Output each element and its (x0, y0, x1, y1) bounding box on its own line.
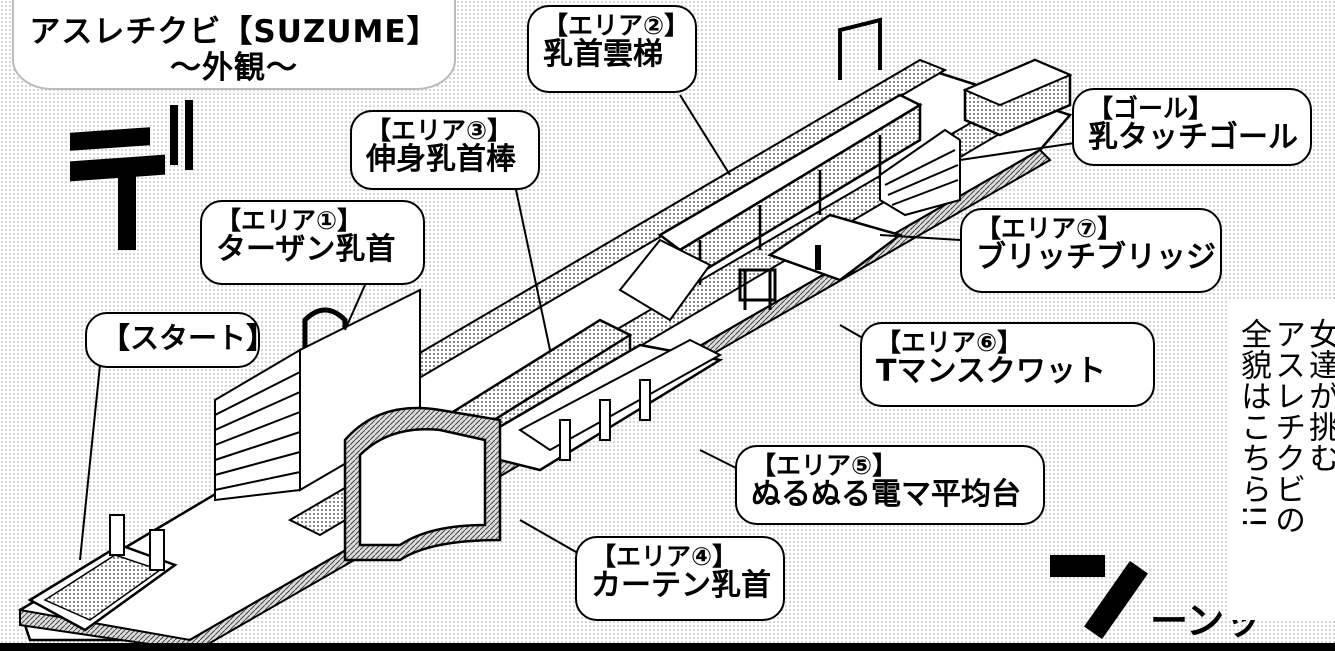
callout-goal-head: 【ゴール】 (1088, 94, 1214, 123)
callout-area1-head: 【エリア①】 (216, 206, 363, 235)
callout-area6: 【エリア⑥】 Tマンスクワット (860, 322, 1155, 407)
narration-box: 女達が挑む アスレチクビの 全貌はこちら!! (1228, 300, 1335, 620)
sfx-stroke (1050, 555, 1105, 577)
platform-side (19, 148, 1052, 651)
callout-area6-name: Tマンスクワット (876, 354, 1106, 390)
callout-goal-name: 乳タッチゴール (1088, 120, 1298, 156)
callout-area5-head: 【エリア⑤】 (751, 451, 898, 480)
narration-col2: アスレチクビの (1269, 318, 1305, 535)
callout-area5-name: ぬるぬる電マ平均台 (751, 477, 1021, 513)
callout-goal: 【ゴール】 乳タッチゴール (1072, 88, 1312, 166)
area6-squat-frame (738, 268, 777, 310)
sfx-stroke (170, 105, 178, 165)
callout-area4-head: 【エリア④】 (591, 542, 738, 571)
callout-area2: 【エリア②】 乳首雲梯 (527, 5, 697, 93)
sfx-stroke (118, 170, 136, 250)
narration-col3: 全貌はこちら!! (1235, 318, 1271, 529)
callout-area7: 【エリア⑦】 ブリッチブリッジ (960, 208, 1222, 293)
callout-area6-head: 【エリア⑥】 (876, 328, 1023, 357)
callout-area7-name: ブリッチブリッジ (976, 240, 1216, 276)
start-post (149, 529, 165, 571)
callout-start: 【スタート】 (85, 312, 276, 368)
narration-col1: 女達が挑む (1303, 318, 1335, 473)
goal-platform-top (962, 58, 1073, 107)
page-subtitle: 〜外観〜 (170, 50, 298, 86)
callout-area3-head: 【エリア③】 (366, 116, 513, 145)
callout-area3-name: 伸身乳首棒 (366, 142, 516, 178)
callout-area1: 【エリア①】 ターザン乳首 (200, 200, 425, 285)
callout-area4-name: カーテン乳首 (591, 568, 771, 604)
callout-area5: 【エリア⑤】 ぬるぬる電マ平均台 (735, 445, 1045, 525)
area4-curtain (343, 406, 502, 562)
area2-monkey-bars (657, 17, 923, 288)
ramp (618, 238, 712, 322)
callout-area3: 【エリア③】 伸身乳首棒 (350, 110, 540, 190)
area5-beams (518, 338, 723, 461)
sfx-stroke (185, 100, 193, 170)
goal-stairs (879, 128, 961, 217)
callout-area7-head: 【エリア⑦】 (976, 214, 1123, 243)
stairs-area1 (214, 348, 301, 502)
page-title: アスレチクビ【SUZUME】 (29, 14, 439, 50)
start-post (109, 514, 125, 556)
title-box: アスレチクビ【SUZUME】 〜外観〜 (12, 0, 456, 90)
area7-bridge (767, 213, 903, 282)
callout-area1-name: ターザン乳首 (216, 232, 396, 268)
callout-area4: 【エリア④】 カーテン乳首 (575, 536, 785, 621)
area7-post (815, 245, 821, 270)
callout-area2-name: 乳首雲梯 (543, 37, 663, 73)
callout-area2-head: 【エリア②】 (543, 11, 690, 40)
panel-border (0, 643, 1335, 651)
callout-start-head: 【スタート】 (101, 321, 276, 355)
